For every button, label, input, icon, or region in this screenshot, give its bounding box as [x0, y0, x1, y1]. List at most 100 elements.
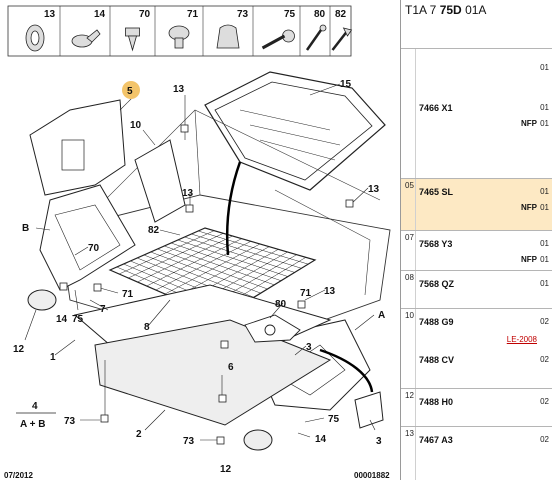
quantity: 02 — [540, 435, 549, 444]
quantity: 01 — [540, 63, 549, 72]
cable-left — [225, 161, 242, 256]
pad-12-right[interactable] — [243, 429, 273, 451]
column-rule — [415, 231, 416, 270]
rear-bracket-80[interactable] — [244, 314, 301, 343]
legend-number: 13 — [44, 9, 56, 20]
callout-82[interactable]: 82 — [148, 225, 160, 236]
ref-code: 75D — [439, 3, 462, 17]
callout-71[interactable]: 71 — [122, 289, 134, 300]
callout-70[interactable]: 70 — [88, 243, 100, 254]
date-code: 07/2012 — [4, 471, 33, 480]
legend-number: 71 — [187, 9, 199, 20]
bracket-icon — [71, 29, 101, 48]
boot-tray[interactable] — [204, 71, 386, 191]
cable-right — [319, 348, 374, 393]
callout-73[interactable]: 73 — [64, 416, 76, 427]
callout-2[interactable]: 2 — [136, 429, 142, 440]
legend-number: 70 — [139, 9, 151, 20]
callout-15[interactable]: 15 — [340, 79, 352, 90]
callout-71[interactable]: 71 — [300, 288, 312, 299]
part-number[interactable]: 7467 A3 — [419, 435, 453, 445]
vehicle-floor — [59, 109, 391, 351]
callout-A-plus-B[interactable]: A + B — [20, 419, 45, 430]
column-rule — [415, 389, 416, 426]
part-number[interactable]: 7465 SL — [419, 187, 454, 197]
bolt-icon — [305, 24, 327, 51]
callout-3[interactable]: 3 — [306, 342, 312, 353]
callout-13[interactable]: 13 — [324, 286, 336, 297]
callout-4[interactable]: 4 — [32, 401, 38, 412]
quantity: 01 — [540, 103, 549, 112]
part-number[interactable]: 7568 QZ — [419, 279, 455, 289]
cap-icon — [216, 24, 240, 49]
reference-number: 05 — [405, 181, 414, 190]
quantity: 02 — [540, 397, 549, 406]
legend-number: 82 — [335, 9, 347, 20]
callout-13[interactable]: 13 — [173, 84, 185, 95]
column-rule — [415, 427, 416, 480]
le-link[interactable]: LE-2008 — [506, 335, 537, 344]
reference-header: T1A 7 75D 01A — [405, 3, 486, 17]
pad-3[interactable] — [354, 391, 384, 429]
parts-row[interactable]: 08 7568 QZ 01 — [401, 270, 552, 308]
callout-75[interactable]: 75 — [72, 314, 84, 325]
parts-row[interactable]: 13 7467 A3 02 — [401, 426, 552, 480]
column-rule — [415, 179, 416, 230]
callout-14[interactable]: 14 — [56, 314, 68, 325]
callout-73[interactable]: 73 — [183, 436, 195, 447]
callout-12[interactable]: 12 — [13, 344, 25, 355]
callout-13[interactable]: 13 — [368, 184, 380, 195]
callout-1[interactable]: 1 — [50, 352, 56, 363]
callout-14[interactable]: 14 — [315, 434, 327, 445]
floor-mat[interactable] — [94, 319, 332, 426]
trim-panel-10[interactable] — [134, 139, 186, 223]
callout-6[interactable]: 6 — [228, 362, 234, 373]
reference-number: 13 — [405, 429, 414, 438]
upper-quarter-trim[interactable] — [29, 99, 126, 196]
callout-13[interactable]: 13 — [182, 188, 194, 199]
callout-7[interactable]: 7 — [100, 304, 106, 315]
quantity: 02 — [540, 355, 549, 364]
column-rule — [415, 309, 416, 388]
callout-A[interactable]: A — [378, 310, 385, 321]
callout-5[interactable]: 5 — [127, 86, 133, 97]
callout-5-highlight — [122, 81, 140, 99]
drawing-number: 00001882 — [354, 471, 390, 480]
reference-number: 08 — [405, 273, 414, 282]
part-number[interactable]: 7488 CV — [419, 355, 455, 365]
column-rule — [415, 271, 416, 308]
plug-icon — [168, 25, 190, 49]
reference-number: 07 — [405, 233, 414, 242]
quantity: 01 — [540, 279, 549, 288]
rivet-icon — [331, 27, 353, 51]
quantity: 01 — [540, 239, 549, 248]
callout-3[interactable]: 3 — [376, 436, 382, 447]
parts-row[interactable]: 12 7488 H0 02 — [401, 388, 552, 426]
callout-75[interactable]: 75 — [328, 414, 340, 425]
part-number[interactable]: 7488 G9 — [419, 317, 454, 327]
callout-8[interactable]: 8 — [144, 322, 150, 333]
legend-number: 75 — [284, 9, 296, 20]
ref-prefix: T1A 7 — [405, 3, 437, 17]
reference-number: 12 — [405, 391, 414, 400]
nfp-tag: NFP — [521, 119, 537, 128]
callout-80[interactable]: 80 — [275, 299, 287, 310]
column-rule — [415, 49, 416, 178]
legend-number: 80 — [314, 9, 326, 20]
callout-10[interactable]: 10 — [130, 120, 142, 131]
screw-icon — [261, 29, 295, 50]
pad-12-left[interactable] — [27, 289, 57, 311]
callout-B[interactable]: B — [22, 223, 29, 234]
part-number[interactable]: 7488 H0 — [419, 397, 454, 407]
part-number[interactable]: 7466 X1 — [419, 103, 453, 113]
part-number[interactable]: 7568 Y3 — [419, 239, 453, 249]
callout-12[interactable]: 12 — [220, 464, 232, 475]
left-side-trim[interactable] — [39, 184, 136, 291]
